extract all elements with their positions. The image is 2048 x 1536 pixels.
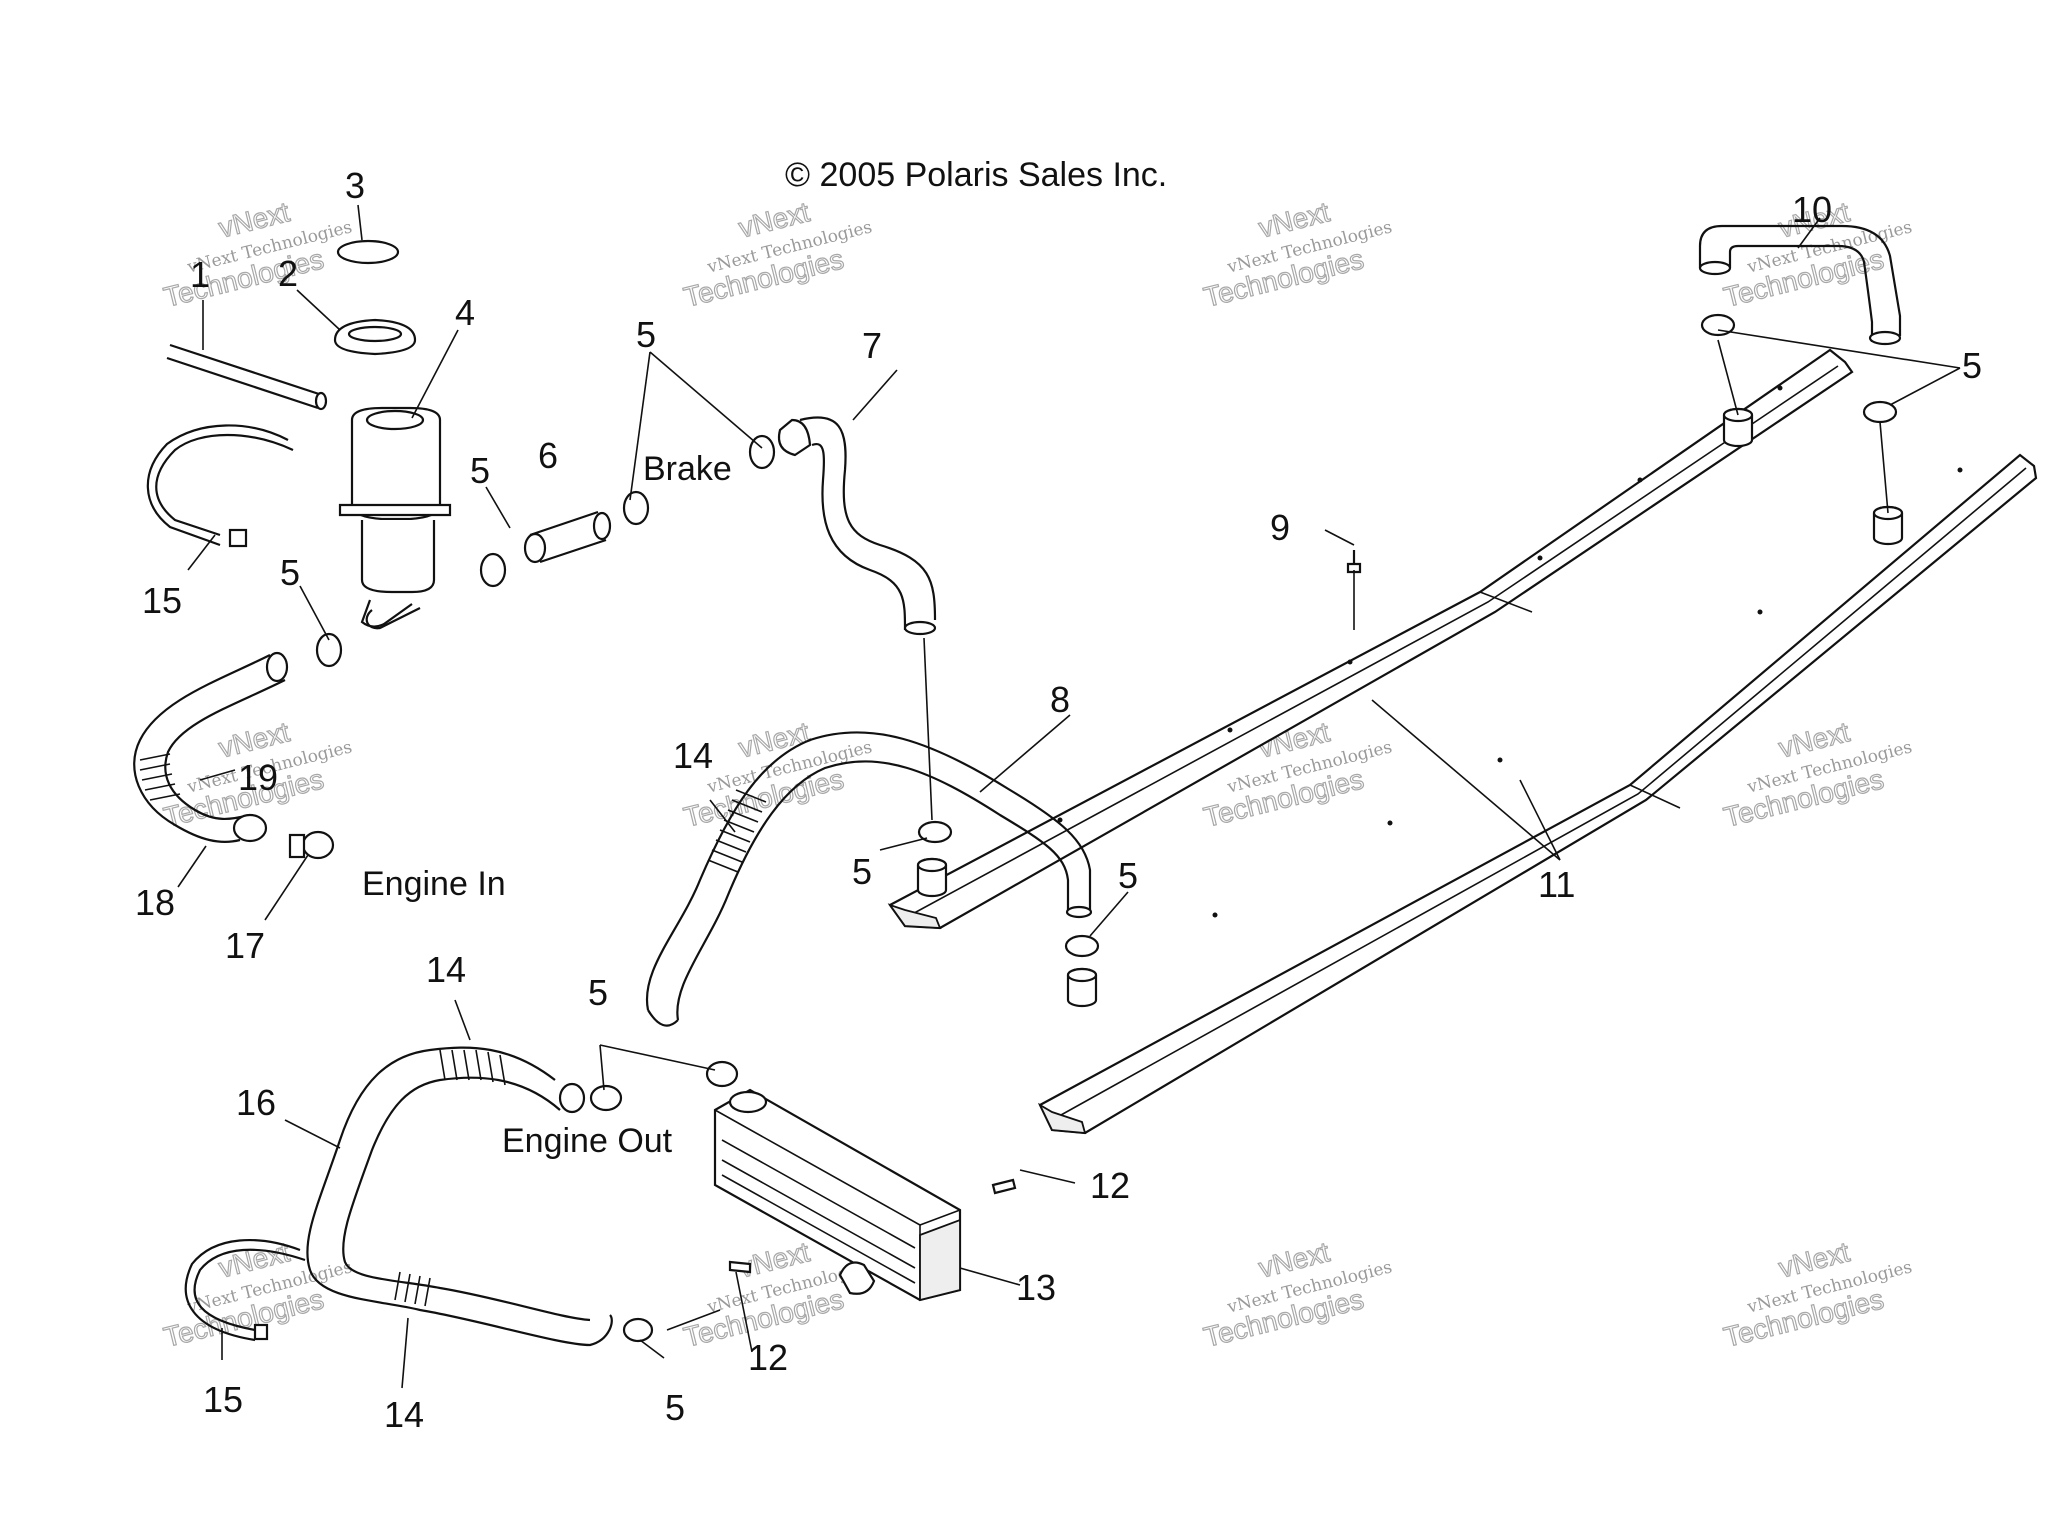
captions: Brake Engine In Engine Out [362, 450, 732, 1160]
part-4-reservoir [338, 406, 452, 630]
callout-5-h: 5 [665, 1387, 685, 1428]
callout-11: 11 [1538, 864, 1575, 905]
callout-12-b: 12 [748, 1337, 788, 1378]
callout-14-b: 14 [426, 949, 466, 990]
callout-5-d: 5 [1962, 345, 1982, 386]
callout-6: 6 [538, 435, 558, 476]
part-15-strap-top [146, 424, 294, 548]
part-12-rivets [728, 1178, 1017, 1274]
callout-5-a: 5 [636, 314, 656, 355]
copyright-text: © 2005 Polaris Sales Inc. [785, 156, 1167, 194]
caption-engine-in: Engine In [362, 865, 506, 903]
callout-15-b: 15 [203, 1379, 243, 1420]
heat-exchanger-rails [887, 348, 2038, 1135]
callout-14-a: 14 [673, 735, 713, 776]
watermark: vNext vNext Technologies Technologies [160, 196, 354, 314]
callout-1: 1 [190, 254, 210, 295]
part-7-hose [777, 416, 937, 636]
callout-5-c: 5 [280, 552, 300, 593]
callout-5-b: 5 [470, 450, 490, 491]
watermark: vNext vNext Technologies Technologies [680, 196, 874, 314]
upper-rail [888, 348, 1854, 930]
part-8-hose [645, 731, 1093, 1027]
callout-8: 8 [1050, 679, 1070, 720]
part-18-hose [133, 651, 289, 843]
callout-15-a: 15 [142, 580, 182, 621]
callout-numbers: 1 2 3 4 5 5 5 5 5 5 5 5 6 7 8 9 10 11 12… [135, 165, 1982, 1435]
caption-brake: Brake [643, 450, 732, 488]
rail-fittings [916, 407, 1904, 1008]
callout-5-e: 5 [852, 851, 872, 892]
part-15-strap-bottom [184, 1238, 306, 1342]
callout-13: 13 [1016, 1267, 1056, 1308]
callout-7: 7 [862, 325, 882, 366]
callout-19: 19 [238, 757, 278, 798]
part-3-gasket [336, 239, 400, 265]
part-16-hose [306, 1046, 613, 1347]
part-6-sleeve [523, 510, 612, 564]
watermark: vNext vNext Technologies Technologies [1200, 196, 1394, 314]
part-17-clamp [288, 830, 335, 860]
callout-2: 2 [278, 253, 298, 294]
upper-rail-edge [904, 365, 1839, 919]
part-2-cap [333, 318, 417, 356]
lower-rail-edge [1051, 467, 2027, 1121]
part-1-tube [166, 343, 328, 411]
lower-rail-fins [1037, 1102, 1087, 1135]
part-10-u-tube [1698, 224, 1902, 346]
callout-5-f: 5 [1118, 855, 1138, 896]
callout-5-g: 5 [588, 972, 608, 1013]
callout-3: 3 [345, 165, 365, 206]
leader-lines [177, 204, 1961, 1389]
part-9-screw [1346, 550, 1362, 574]
callout-12-a: 12 [1090, 1165, 1130, 1206]
upper-rail-fins [887, 903, 942, 929]
callout-9: 9 [1270, 507, 1290, 548]
callout-10: 10 [1792, 189, 1832, 230]
caption-engine-out: Engine Out [502, 1122, 673, 1160]
callout-16: 16 [236, 1082, 276, 1123]
watermark: vNext vNext Technologies Technologies [1200, 1236, 1394, 1354]
callout-4: 4 [455, 292, 475, 333]
callout-18: 18 [135, 882, 175, 923]
watermark: vNext vNext Technologies Technologies [1720, 1236, 1914, 1354]
part-13-cooler [713, 1088, 962, 1302]
callout-17: 17 [225, 925, 265, 966]
callout-14-c: 14 [384, 1394, 424, 1435]
